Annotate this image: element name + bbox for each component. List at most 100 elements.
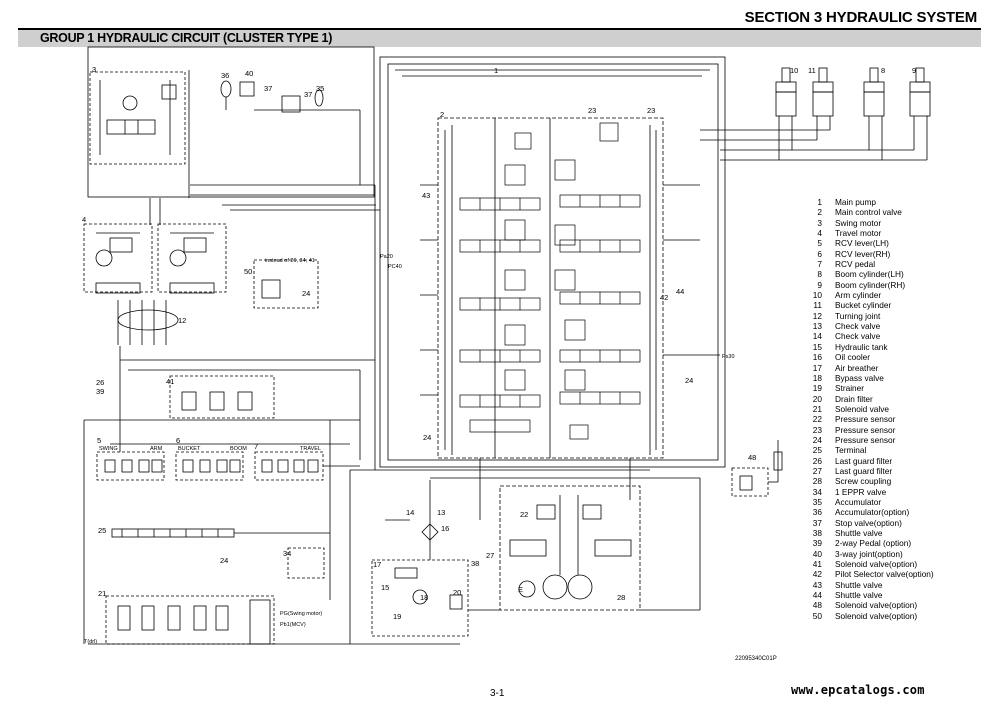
legend-name: Oil cooler: [835, 352, 871, 363]
callout-41: 41: [166, 377, 174, 386]
legend-number: 12: [812, 310, 822, 321]
callout-26: 26: [96, 378, 104, 387]
legend-number: 41: [812, 559, 822, 570]
solenoid-valve-block: [105, 595, 275, 645]
callout-42: 42: [660, 293, 668, 302]
legend-row: 20 Drain filter: [804, 394, 934, 404]
section-title: SECTION 3 HYDRAULIC SYSTEM: [744, 9, 978, 26]
rcv-lever-lh: [96, 451, 165, 481]
pump-left: [542, 574, 568, 600]
callout-43: 43: [422, 191, 430, 200]
legend-name: Hydraulic tank: [835, 341, 888, 352]
legend-number: 38: [812, 528, 822, 538]
legend-name: Solenoid valve: [835, 403, 889, 414]
callout-24a: 24: [302, 289, 310, 298]
legend-row: 25 Terminal: [804, 445, 934, 455]
callout-19: 19: [393, 612, 401, 621]
label-boom: BOOM: [230, 446, 247, 452]
callout-15: 15: [381, 583, 389, 592]
legend-number: 3: [817, 217, 822, 228]
legend-name: Shuttle valve: [835, 528, 883, 538]
callout-23a: 23: [588, 106, 596, 115]
legend-name: Drain filter: [835, 393, 873, 404]
legend-name: Stop valve(option): [835, 517, 902, 528]
legend-name: Pressure sensor: [835, 434, 896, 445]
legend-number: 50: [812, 610, 822, 621]
solenoid-valve-50: [253, 259, 319, 309]
legend-number: 19: [812, 383, 822, 394]
legend-name: Pilot Selector valve(option): [835, 569, 934, 580]
legend-number: 17: [812, 362, 822, 373]
legend-number: 26: [812, 455, 822, 466]
label-pb-mcv: Pb1(MCV): [280, 622, 306, 628]
legend-name: Boom cylinder(RH): [835, 279, 906, 290]
callout-44: 44: [676, 287, 684, 296]
legend-number: 27: [812, 465, 822, 476]
callout-7: 7: [254, 442, 258, 451]
legend-name: Screw coupling: [835, 476, 892, 487]
legend-name: Terminal: [835, 445, 867, 456]
legend-name: Solenoid valve(option): [835, 559, 918, 570]
callout-37b: 37: [304, 90, 312, 99]
callout-4: 4: [82, 215, 86, 224]
watermark: www.epcatalogs.com: [791, 683, 925, 697]
callout-24d: 24: [220, 556, 228, 565]
legend-row: 17 Air breather: [804, 363, 934, 373]
callout-5: 5: [97, 436, 101, 445]
legend-number: 25: [812, 445, 822, 456]
legend-number: 23: [812, 424, 822, 435]
callout-11: 11: [808, 66, 816, 75]
legend-name: RCV lever(RH): [835, 248, 891, 259]
callout-37a: 37: [264, 84, 272, 93]
callout-14: 14: [406, 508, 414, 517]
callout-12: 12: [178, 316, 186, 325]
rcv-lever-rh: [175, 451, 244, 481]
legend-row: 38 Shuttle valve: [804, 528, 934, 538]
legend-number: 48: [812, 600, 822, 611]
rcv-pedal: [254, 451, 324, 481]
swing-motor-symbol: [122, 95, 138, 111]
legend-number: 39: [812, 538, 822, 549]
travel-motor-left: [83, 223, 153, 293]
legend-name: Solenoid valve(option): [835, 610, 918, 621]
legend-name: Shuttle valve: [835, 590, 883, 601]
legend-name: 2-way Pedal (option): [835, 538, 912, 549]
legend-name: Air breather: [835, 362, 879, 373]
callout-39: 39: [96, 387, 104, 396]
callout-40: 40: [245, 69, 253, 78]
swing-motor-block: [89, 71, 186, 165]
legend-number: 14: [812, 331, 822, 342]
legend-name: Bucket cylinder: [835, 300, 892, 311]
cylinder-11: [812, 67, 834, 117]
legend-name: Swing motor: [835, 217, 882, 228]
legend-name: Check valve: [835, 321, 881, 332]
legend-number: 4: [817, 228, 822, 239]
legend-name: Arm cylinder: [835, 290, 882, 301]
legend-name: Solenoid valve(option): [835, 600, 918, 611]
callout-17: 17: [373, 560, 381, 569]
legend-number: 20: [812, 393, 822, 404]
label-arm: ARM: [150, 446, 163, 452]
legend-name: Last guard filter: [835, 455, 893, 466]
legend-row: 41 Solenoid valve(option): [804, 559, 934, 569]
legend-number: 34: [812, 486, 822, 497]
legend-name: Turning joint: [835, 310, 881, 321]
label-pg-swing: PG(Swing motor): [280, 611, 322, 617]
callout-24b: 24: [685, 376, 693, 385]
legend-row: 50 Solenoid valve(option): [804, 611, 934, 621]
cylinder-9: [909, 67, 931, 117]
callout-35: 35: [316, 84, 324, 93]
